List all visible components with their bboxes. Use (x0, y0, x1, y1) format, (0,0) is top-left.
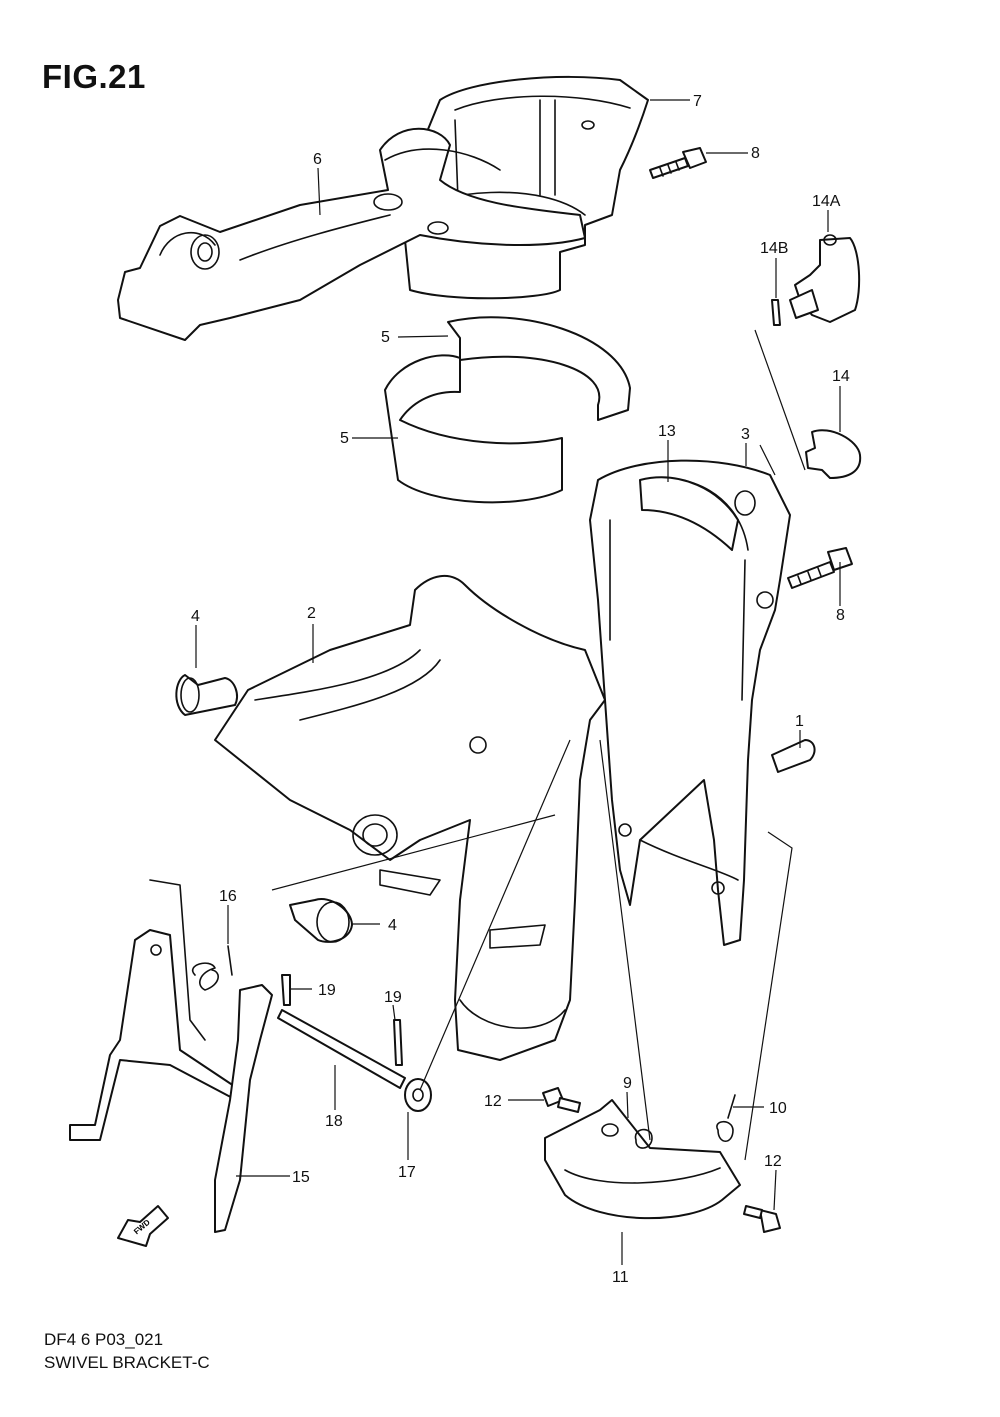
callout-15: 15 (292, 1169, 310, 1186)
part-19-cotter-pin-b (393, 1019, 403, 1066)
callout-3: 3 (741, 426, 750, 443)
part-14b-pin (771, 299, 781, 326)
callout-9: 9 (623, 1075, 632, 1092)
callout-19-right: 19 (384, 989, 402, 1006)
part-10-spring (716, 1094, 736, 1143)
part-8-bolt-lower (787, 547, 853, 589)
part-6-tilt-arm (117, 127, 586, 341)
part-15-lever (69, 879, 273, 1233)
callout-6: 6 (313, 151, 322, 168)
part-8-bolt-upper (649, 147, 707, 179)
callout-8-lower: 8 (836, 607, 845, 624)
part-14-knob (805, 429, 862, 479)
callout-7: 7 (693, 93, 702, 110)
part-13-pad (639, 476, 739, 551)
assembly-guide-lines (271, 329, 806, 1161)
part-1-grease-fitting (771, 739, 816, 773)
callout-2: 2 (307, 605, 316, 622)
callout-11: 11 (612, 1269, 629, 1286)
part-2-swivel-bracket (214, 575, 606, 1061)
callout-18: 18 (325, 1113, 343, 1130)
part-19-cotter-pin-a (281, 974, 291, 1006)
part-12-bolt-left (542, 1087, 581, 1113)
callout-13: 13 (658, 423, 676, 440)
callout-19-left: 19 (318, 982, 336, 999)
part-7-upper-clamp (394, 75, 649, 300)
part-16-spring (191, 945, 233, 991)
leader-lines (195, 99, 841, 1265)
callout-5-upper: 5 (381, 329, 390, 346)
part-3-stern-bracket (589, 459, 791, 946)
callout-labels: 7 8 6 14A 14B 5 14 5 13 3 8 4 2 1 16 4 1… (191, 93, 850, 1286)
callout-17: 17 (398, 1164, 416, 1181)
callout-14b: 14B (760, 240, 788, 257)
part-11-tilt-plate (544, 1099, 741, 1220)
callout-4-upper: 4 (191, 608, 200, 625)
drawing-name: SWIVEL BRACKET-C (44, 1353, 210, 1372)
part-4-pin-upper (175, 674, 238, 716)
part-14a-knob (789, 234, 861, 323)
callout-5-lower: 5 (340, 430, 349, 447)
part-4-pin-lower (289, 898, 353, 943)
callout-12-left: 12 (484, 1093, 502, 1110)
callout-14: 14 (832, 368, 850, 385)
callout-10: 10 (769, 1100, 787, 1117)
figure-title: FIG.21 (42, 58, 146, 95)
part-18-shaft (277, 1009, 406, 1089)
fwd-arrow-icon: FWD (117, 1205, 169, 1247)
callout-4-lower: 4 (388, 917, 397, 934)
part-12-bolt-right (743, 1205, 781, 1233)
callout-8-upper: 8 (751, 145, 760, 162)
part-9-spring (634, 1128, 653, 1149)
callout-12-right: 12 (764, 1153, 782, 1170)
callout-14a: 14A (812, 193, 841, 210)
part-5-bushing-lower (384, 354, 563, 504)
callout-1: 1 (795, 713, 804, 730)
part-17-washer (404, 1078, 432, 1112)
callout-16: 16 (219, 888, 237, 905)
drawing-code: DF4 6 P03_021 (44, 1330, 164, 1349)
part-5-bushing-upper (447, 316, 631, 421)
